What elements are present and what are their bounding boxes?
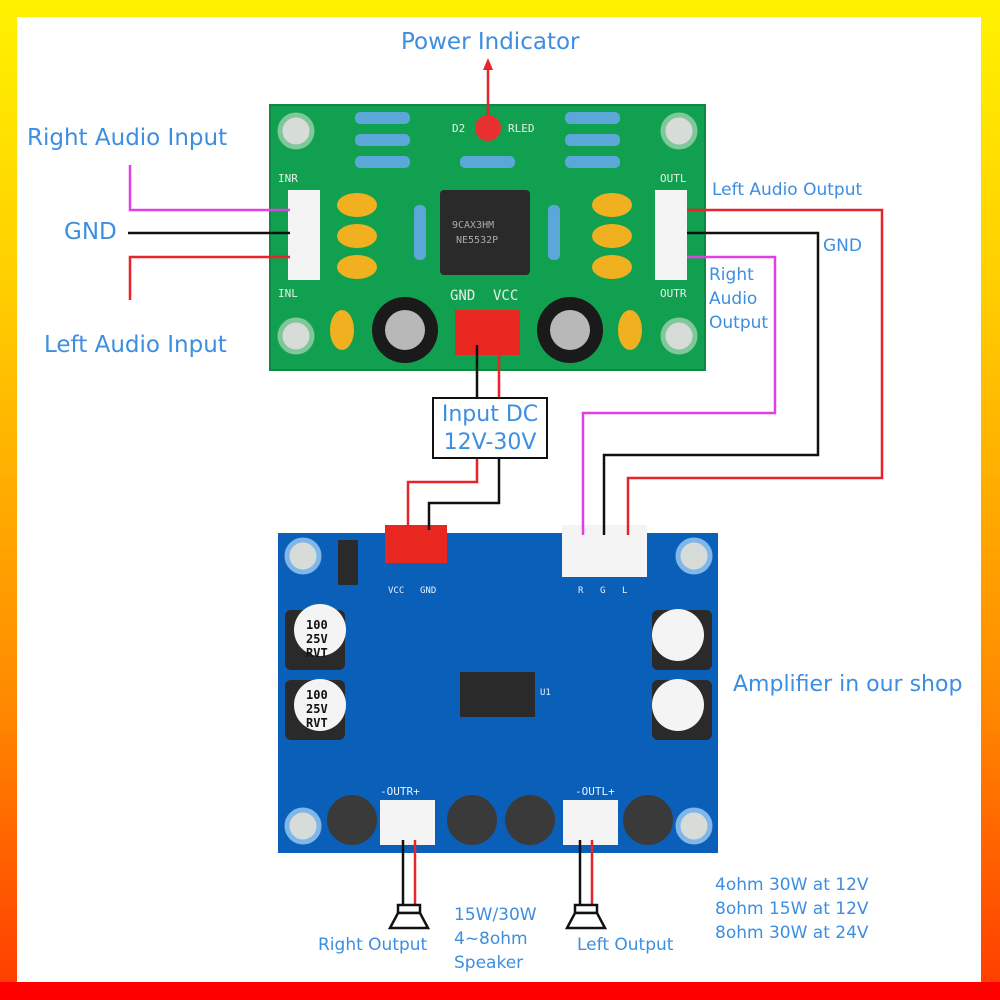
power-connector (455, 310, 520, 355)
gnd-input-label: GND (64, 219, 117, 245)
amp-board (278, 525, 718, 853)
output-connector (655, 190, 687, 280)
resistors (355, 112, 620, 260)
bottom-red-bar (0, 982, 1000, 1000)
wire-left-in (128, 255, 290, 300)
input-dc-voltage: 12V-30V (443, 430, 537, 455)
silk-rled: RLED (508, 122, 535, 135)
silk-l: L (622, 586, 628, 596)
right-audio-output-label-3: Output (709, 313, 769, 333)
cap-label-3: RVT (306, 646, 328, 660)
mount-hole (660, 317, 698, 355)
right-speaker-cone (387, 911, 431, 930)
wire-vcc (406, 459, 479, 530)
silk-r: R (578, 586, 584, 596)
right-audio-output-label-2: Audio (709, 289, 758, 309)
silk-inl: INL (278, 287, 298, 300)
mount-hole (660, 112, 698, 150)
power-spec-2: 8ohm 15W at 12V (715, 899, 869, 919)
power-spec-3: 8ohm 30W at 24V (715, 923, 869, 943)
speaker-spec: 15W/30W 4~8ohm Speaker (454, 903, 537, 975)
right-audio-output-label-1: Right (709, 265, 754, 285)
silk-inr: INR (278, 172, 298, 185)
cap-label-2: 25V (306, 702, 328, 716)
wire-left-out (626, 208, 884, 535)
power-specs: 4ohm 30W at 12V 8ohm 15W at 12V 8ohm 30W… (715, 873, 869, 945)
gnd-output-label: GND (823, 236, 862, 256)
wire-right-in (128, 165, 290, 212)
chip-line2: NE5532P (456, 235, 499, 246)
silk-vcc-amp: VCC (388, 586, 405, 596)
silk-outr-amp: -OUTR+ (380, 785, 420, 798)
silk-gnd-amp: GND (420, 586, 437, 596)
silk-outr: OUTR (660, 287, 687, 300)
left-speaker-cone (564, 911, 608, 930)
left-audio-output-label: Left Audio Output (712, 180, 863, 200)
input-connector (288, 190, 320, 280)
chip-line1: 9CAX3HM (452, 220, 495, 231)
speaker-spec-power: 15W/30W (454, 905, 537, 925)
wire-gnd-out (602, 231, 820, 535)
amp-power-connector (385, 525, 447, 563)
mount-hole (277, 112, 315, 150)
speaker-spec-impedance: 4~8ohm (454, 929, 528, 949)
silk-d2: D2 (452, 122, 466, 135)
amplifier-shop-label: Amplifier in our shop (733, 672, 963, 697)
input-dc-box: Input DC 12V-30V (432, 397, 548, 459)
mount-hole (277, 317, 315, 355)
silk-outl: OUTL (660, 172, 687, 185)
wire-right-out (581, 255, 777, 535)
silk-vcc: VCC (493, 288, 519, 304)
right-audio-input-label: Right Audio Input (27, 125, 228, 151)
cap-label-3: RVT (306, 716, 328, 730)
silk-g: G (600, 586, 606, 596)
right-speaker-connector (380, 800, 435, 845)
preamp-board (269, 104, 706, 371)
cap-label-2: 25V (306, 632, 328, 646)
power-led (475, 115, 501, 141)
silk-outl-amp: -OUTL+ (575, 785, 615, 798)
speaker-spec-type: Speaker (454, 953, 524, 973)
left-audio-input-label: Left Audio Input (44, 332, 227, 358)
left-speaker-connector (563, 800, 618, 845)
cap-label-1: 100 (306, 688, 328, 702)
right-output-label: Right Output (318, 935, 428, 955)
cap-label-1: 100 (306, 618, 328, 632)
wire-gnd-dc (427, 459, 501, 530)
input-dc-label: Input DC (441, 402, 539, 427)
power-spec-1: 4ohm 30W at 12V (715, 875, 869, 895)
wiring (128, 58, 884, 905)
amp-chip (460, 672, 535, 717)
left-output-label: Left Output (577, 935, 674, 955)
power-indicator-label: Power Indicator (401, 29, 580, 55)
ne5532-chip (440, 190, 530, 275)
silk-u1: U1 (540, 688, 551, 698)
silk-gnd: GND (450, 288, 476, 304)
